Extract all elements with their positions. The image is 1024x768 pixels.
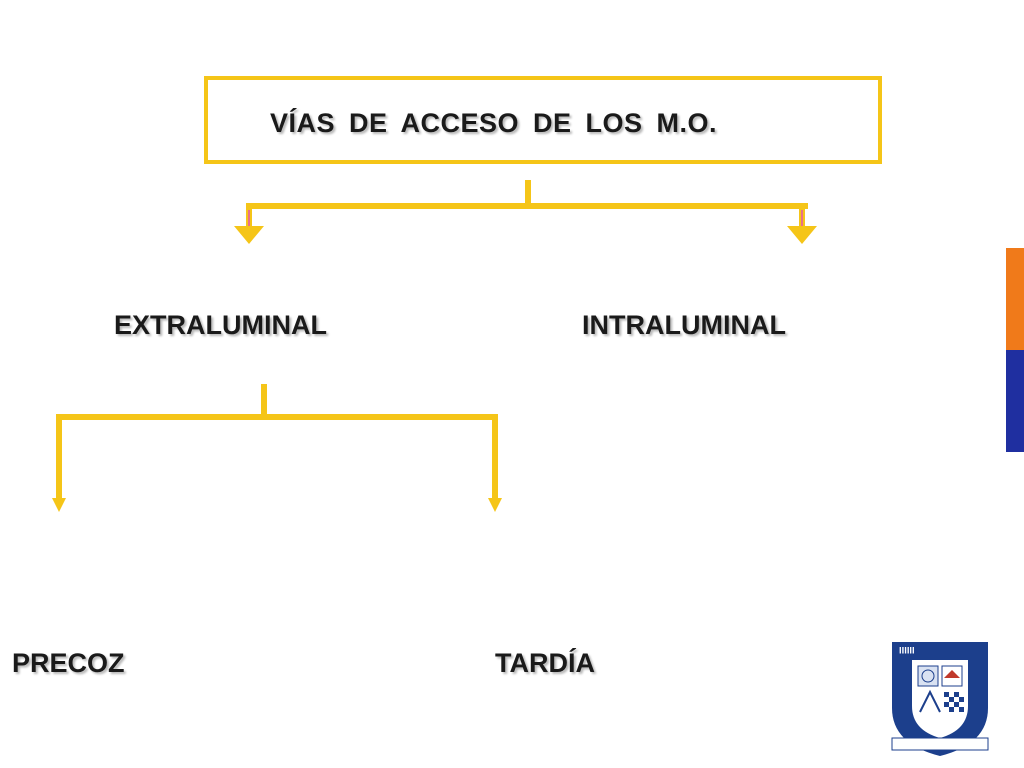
- top-connector: [246, 180, 808, 226]
- university-logo-icon: ǀǀǀǀǀǀ: [891, 642, 989, 756]
- side-accent-blue: [1006, 350, 1024, 452]
- node-intraluminal: INTRALUMINAL: [582, 310, 786, 340]
- node-precoz: PRECOZ: [12, 648, 125, 678]
- side-accent-orange: [1006, 248, 1024, 350]
- node-extraluminal: EXTRALUMINAL: [114, 310, 327, 340]
- arrowhead-intraluminal: [787, 226, 817, 244]
- svg-text:ǀǀǀǀǀǀ: ǀǀǀǀǀǀ: [899, 646, 915, 654]
- arrowhead-extraluminal: [234, 226, 264, 244]
- arrowhead-tardia: [488, 498, 502, 512]
- lower-connector: [56, 384, 498, 500]
- arrowhead-precoz: [52, 498, 66, 512]
- diagram-title: VÍAS DE ACCESO DE LOS M.O.: [270, 108, 718, 138]
- node-tardia: TARDÍA: [495, 648, 595, 678]
- title-box: VÍAS DE ACCESO DE LOS M.O.: [204, 76, 882, 164]
